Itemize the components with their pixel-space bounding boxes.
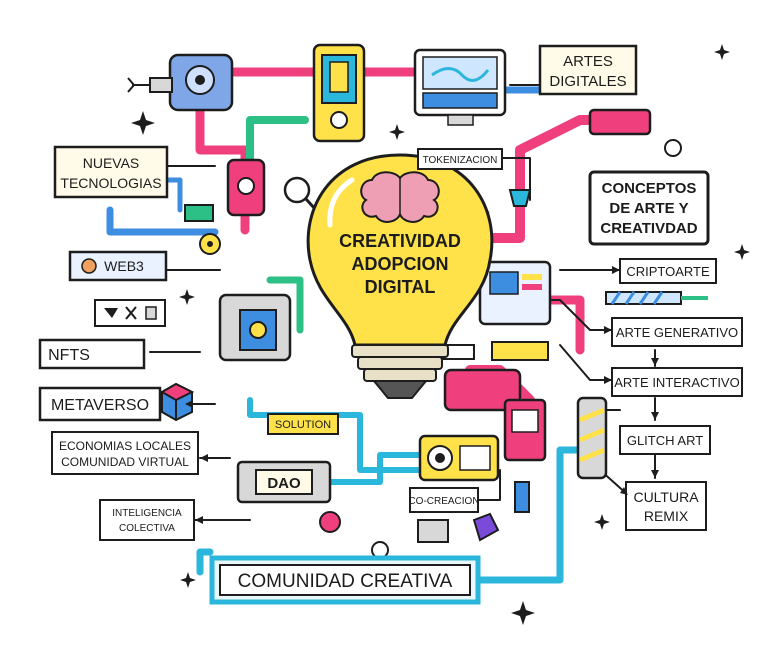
left-machine-icon (220, 295, 290, 360)
tokenizacion-label: TOKENIZACION (423, 155, 498, 166)
node-nuevas-tecnologias[interactable]: NUEVAS TECNOLOGIAS (55, 147, 167, 197)
node-co-creacion[interactable]: CO-CREACION (408, 488, 479, 512)
conceptos-line3: CREATIVDAD (600, 220, 697, 237)
icon-strip (95, 300, 165, 326)
dao-label: DAO (267, 475, 301, 492)
magnifier-icon (285, 178, 316, 210)
metaverso-label: METAVERSO (51, 397, 149, 414)
node-arte-generativo[interactable]: ARTE GENERATIVO (612, 318, 742, 346)
glitch-art-label: GLITCH ART (627, 433, 703, 448)
cube-icon (162, 384, 192, 420)
node-metaverso[interactable]: METAVERSO (40, 388, 160, 420)
economias-line2: COMUNIDAD VIRTUAL (61, 455, 189, 469)
gear-icon (200, 234, 220, 254)
node-inteligencia-colectiva[interactable]: INTELIGENCIA COLECTIVA (100, 500, 194, 540)
top-monitor-icon (415, 50, 505, 125)
node-artes-digitales[interactable]: ARTES DIGITALES (540, 46, 636, 94)
pipe-green-top (250, 120, 305, 160)
camera-device-icon (420, 436, 498, 480)
pink-cylinder-icon (185, 160, 264, 221)
brain-icon (361, 172, 439, 222)
criptoarte-label: CRIPTOARTE (626, 264, 710, 279)
node-economias-locales[interactable]: ECONOMIAS LOCALES COMUNIDAD VIRTUAL (52, 432, 198, 474)
node-arte-interactivo[interactable]: ARTE INTERACTIVO (612, 368, 742, 396)
conceptos-line2: DE ARTE Y (609, 200, 688, 217)
artes-digitales-line1: ARTES (563, 53, 613, 70)
inteligencia-line1: INTELIGENCIA (112, 508, 182, 519)
node-cultura-remix[interactable]: CULTURA REMIX (626, 482, 706, 530)
center-title-line2: ADOPCION (351, 254, 448, 274)
center-title-line3: DIGITAL (365, 277, 436, 297)
conceptos-line1: CONCEPTOS (602, 180, 697, 197)
cultura-line1: CULTURA (633, 489, 699, 505)
artes-digitales-line2: DIGITALES (549, 73, 626, 90)
node-glitch-art[interactable]: GLITCH ART (620, 426, 710, 454)
nfts-label: NFTS (48, 347, 90, 364)
arte-generativo-label: ARTE GENERATIVO (616, 325, 738, 340)
node-dao[interactable]: DAO (238, 462, 330, 502)
yellow-phone-device-icon (314, 45, 364, 141)
progress-bar-icon (606, 292, 708, 304)
node-web3[interactable]: WEB3 (70, 252, 166, 280)
nuevas-tecnologias-line2: TECNOLOGIAS (60, 175, 161, 191)
nuevas-tecnologias-line1: NUEVAS (83, 155, 140, 171)
node-conceptos-de-arte[interactable]: CONCEPTOS DE ARTE Y CREATIVDAD (590, 172, 708, 244)
robot-gear-machine-icon (128, 55, 232, 110)
solution-label: SOLUTION (275, 419, 331, 431)
striped-cylinder-icon (578, 398, 606, 478)
arte-interactivo-label: ARTE INTERACTIVO (614, 375, 739, 390)
node-tokenizacion[interactable]: TOKENIZACION (418, 149, 502, 169)
center-title-line1: CREATIVIDAD (339, 231, 461, 251)
cultura-line2: REMIX (644, 508, 689, 524)
node-solution[interactable]: SOLUTION (268, 414, 338, 434)
node-criptoarte[interactable]: CRIPTOARTE (620, 259, 716, 283)
pipe-cyan-bottom (200, 552, 210, 572)
light-bulb: CREATIVIDAD ADOPCION DIGITAL (308, 155, 492, 398)
inteligencia-line2: COLECTIVA (119, 523, 175, 534)
right-device-icon (480, 262, 550, 324)
node-nfts[interactable]: NFTS (40, 340, 144, 368)
pipe-pink-mid (550, 300, 580, 350)
node-comunidad-creativa[interactable]: COMUNIDAD CREATIVA (212, 558, 478, 602)
co-creacion-label: CO-CREACION (408, 496, 479, 507)
web3-label: WEB3 (104, 258, 144, 274)
comunidad-creativa-label: COMUNIDAD CREATIVA (238, 571, 453, 592)
economias-line1: ECONOMIAS LOCALES (59, 439, 191, 453)
